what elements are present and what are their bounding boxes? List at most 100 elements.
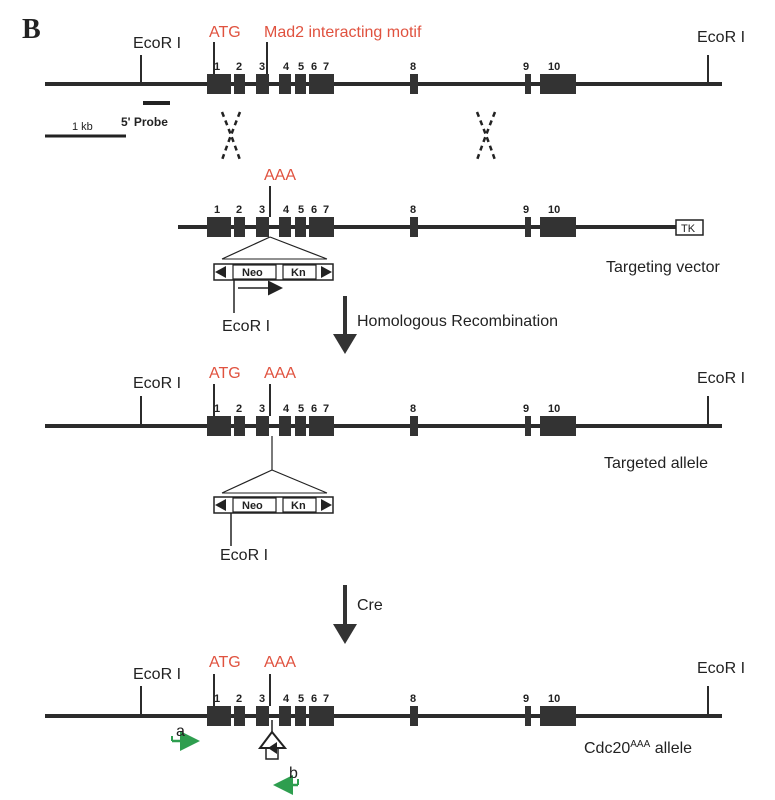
exon-label-5: 5 [298,693,304,705]
exon-label-4: 4 [283,693,290,705]
ecor-site-right-label-targeted: EcoR I [697,370,745,387]
exon-label-8: 8 [410,403,416,415]
primer-b-label: b [289,765,298,782]
exon-10 [540,74,576,94]
exon-2 [234,217,245,237]
exon-6 [309,706,320,726]
exon-3 [256,416,269,436]
exon-label-7: 7 [323,204,329,216]
exon-label-1: 1 [214,403,220,415]
exon-label-2: 2 [236,693,242,705]
exon-label-4: 4 [283,403,290,415]
exon-8 [410,217,418,237]
exon-5 [295,706,306,726]
exon-label-6: 6 [311,61,317,73]
ecor-site-left-label-targeted: EcoR I [133,375,181,392]
exon-3 [256,706,269,726]
tk-label: TK [681,223,696,235]
exon-5 [295,416,306,436]
exon-8 [410,74,418,94]
kn-label: Kn [291,267,306,279]
atg-label-final: ATG [209,654,241,671]
exon-9 [525,74,531,94]
exon-label-9: 9 [523,693,529,705]
exon-7 [320,74,334,94]
exon-1 [207,706,231,726]
exon-8 [410,416,418,436]
homologous-recombination-label: Homologous Recombination [357,313,558,330]
ecor-site-cassette-label: EcoR I [222,318,270,335]
cre-label: Cre [357,597,383,614]
exon-label-3: 3 [259,204,265,216]
exon-label-10: 10 [548,61,560,73]
atg-label: ATG [209,24,241,41]
exon-label-5: 5 [298,204,304,216]
loxp-right-icon-targeted [321,499,332,511]
exon-label-5: 5 [298,403,304,415]
exon-3 [256,74,269,94]
exon-label-1: 1 [214,204,220,216]
tk-box [675,219,704,236]
ecor-site-left-label-final: EcoR I [133,666,181,683]
exon-10 [540,706,576,726]
crossover-right-icon [475,111,497,161]
aaa-label-vector: AAA [264,167,296,184]
exon-label-8: 8 [410,204,416,216]
exon-4 [279,74,291,94]
exon-5 [295,74,306,94]
loxp-right-icon [321,266,332,278]
exon-label-1: 1 [214,61,220,73]
primer-a-label: a [176,723,185,740]
exon-10 [540,416,576,436]
exon-label-6: 6 [311,204,317,216]
probe-label: 5' Probe [121,115,168,129]
exon-label-5: 5 [298,61,304,73]
aaa-label-final: AAA [264,654,296,671]
exon-7 [320,706,334,726]
exon-5 [295,217,306,237]
exon-label-3: 3 [259,403,265,415]
exon-4 [279,706,291,726]
exon-7 [320,416,334,436]
loxp-left-icon [215,266,226,278]
exon-label-6: 6 [311,403,317,415]
down-arrow-icon-cre [333,624,357,644]
exon-8 [410,706,418,726]
exon-label-10: 10 [548,693,560,705]
exon-label-7: 7 [323,61,329,73]
exon-label-4: 4 [283,204,290,216]
exon-label-10: 10 [548,403,560,415]
aaa-label-targeted: AAA [264,365,296,382]
neo-label-targeted: Neo [242,500,263,512]
targeted-neo-cassette: Neo Kn EcoR I [213,436,334,564]
exon-7 [320,217,334,237]
neo-label: Neo [242,267,263,279]
exon-label-7: 7 [323,693,329,705]
scale-label: 1 kb [72,121,93,133]
mad2-motif-label: Mad2 interacting motif [264,24,422,41]
exon-label-9: 9 [523,403,529,415]
allele-label: Cdc20AAA allele [584,739,692,757]
targeting-vector-label: Targeting vector [606,259,721,276]
cre-step: Cre [333,585,383,644]
exon-label-6: 6 [311,693,317,705]
ecor-site-right-label: EcoR I [697,29,745,46]
exon-1 [207,416,231,436]
exon-6 [309,217,320,237]
targeted-allele-label: Targeted allele [604,455,708,472]
exon-9 [525,217,531,237]
homologous-recombination-step: Homologous Recombination [333,296,558,354]
exon-2 [234,706,245,726]
exon-4 [279,416,291,436]
exon-label-9: 9 [523,204,529,216]
exon-label-3: 3 [259,61,265,73]
exon-2 [234,74,245,94]
kn-label-targeted: Kn [291,500,306,512]
